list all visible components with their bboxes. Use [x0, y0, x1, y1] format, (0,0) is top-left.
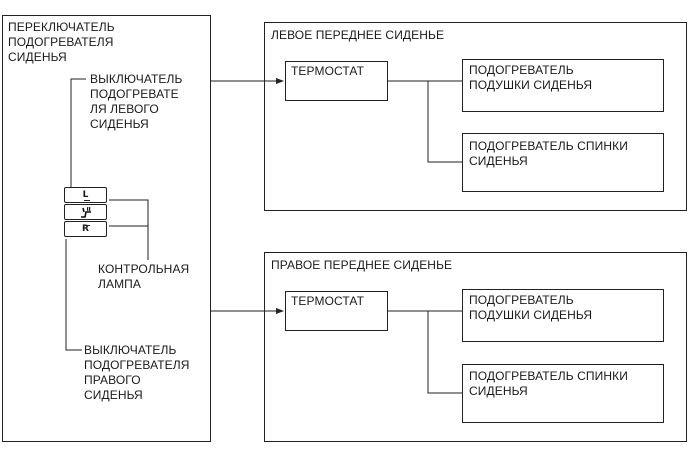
right-seat-title: ПРАВОЕ ПЕРЕДНЕЕ СИДЕНЬЕ — [271, 258, 453, 272]
left-seat-title: ЛЕВОЕ ПЕРЕДНЕЕ СИДЕНЬЕ — [271, 28, 445, 42]
right-cushion-heater-box — [462, 289, 664, 342]
left-heater-key[interactable]: L — [64, 187, 107, 203]
left-back-heater-box — [462, 133, 664, 192]
switch-panel-title: ПЕРЕКЛЮЧАТЕЛЬ ПОДОГРЕВАТЕЛЯ СИДЕНЬЯ — [8, 20, 115, 64]
left-thermostat-label: ТЕРМОСТАТ — [291, 64, 365, 78]
right-key-letter: R — [82, 224, 89, 234]
right-thermostat-box — [285, 291, 388, 331]
indicator-lamp — [64, 204, 107, 220]
right-thermostat-label: ТЕРМОСТАТ — [291, 294, 365, 308]
left-key-letter: L — [82, 190, 89, 200]
right-switch-label: ВЫКЛЮЧАТЕЛЬ ПОДОГРЕВАТЕЛЯ ПРАВОГО СИДЕНЬ… — [84, 343, 190, 402]
heater-switch: L R — [62, 187, 109, 239]
left-cushion-heater-label: ПОДОГРЕВАТЕЛЬ ПОДУШКИ СИДЕНЬЯ — [469, 63, 593, 92]
right-cushion-heater-label: ПОДОГРЕВАТЕЛЬ ПОДУШКИ СИДЕНЬЯ — [469, 293, 593, 322]
left-switch-label: ВЫКЛЮЧАТЕЛЬ ПОДОГРЕВАТЕ ЛЯ ЛЕВОГО СИДЕНЬ… — [90, 72, 183, 131]
left-thermostat-box — [285, 61, 388, 101]
indicator-lamp-label: КОНТРОЛЬНАЯ ЛАМПА — [98, 262, 190, 291]
right-heater-key[interactable]: R — [64, 221, 107, 237]
right-back-heater-label: ПОДОГРЕВАТЕЛЬ СПИНКИ СИДЕНЬЯ — [469, 369, 628, 398]
left-back-heater-label: ПОДОГРЕВАТЕЛЬ СПИНКИ СИДЕНЬЯ — [469, 139, 628, 168]
right-back-heater-box — [462, 364, 664, 423]
left-cushion-heater-box — [462, 59, 664, 112]
seat-heater-icon — [80, 206, 91, 218]
